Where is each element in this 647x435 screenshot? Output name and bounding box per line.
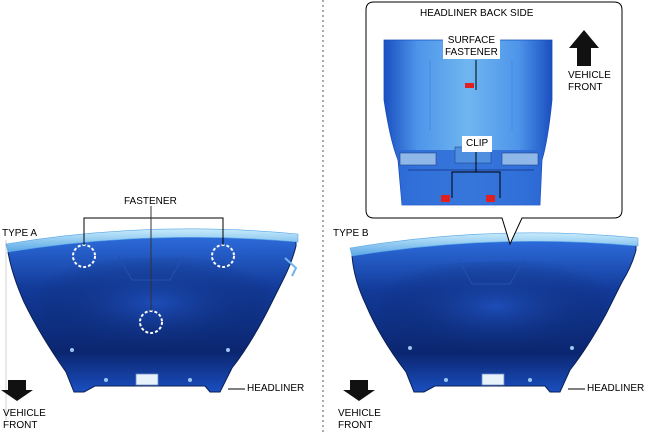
headliner-type-b	[349, 232, 639, 393]
callout-leaders	[451, 60, 501, 198]
fastener-label: FASTENER	[124, 196, 177, 207]
vehicle-front-label-a: VEHICLE FRONT	[3, 408, 46, 431]
fastener-leaders	[83, 206, 224, 311]
vehicle-front-arrow-a	[1, 380, 33, 401]
headliner-label-b: HEADLINER	[587, 383, 645, 394]
surface-fastener-label: SURFACE FASTENER	[443, 35, 500, 59]
headliner-back-side-image	[383, 39, 553, 206]
vehicle-front-arrow-b	[343, 380, 375, 401]
headliner-label-a: HEADLINER	[247, 383, 305, 394]
callout-title: HEADLINER BACK SIDE	[420, 8, 534, 19]
headliner-type-a	[5, 228, 299, 393]
vehicle-front-label-b: VEHICLE FRONT	[338, 408, 381, 431]
type-a-label: TYPE A	[2, 228, 38, 239]
vehicle-front-arrow-callout	[569, 30, 599, 66]
type-b-label: TYPE B	[333, 228, 369, 239]
clip-label: CLIP	[462, 136, 493, 152]
vehicle-front-label-callout: VEHICLE FRONT	[568, 70, 611, 93]
